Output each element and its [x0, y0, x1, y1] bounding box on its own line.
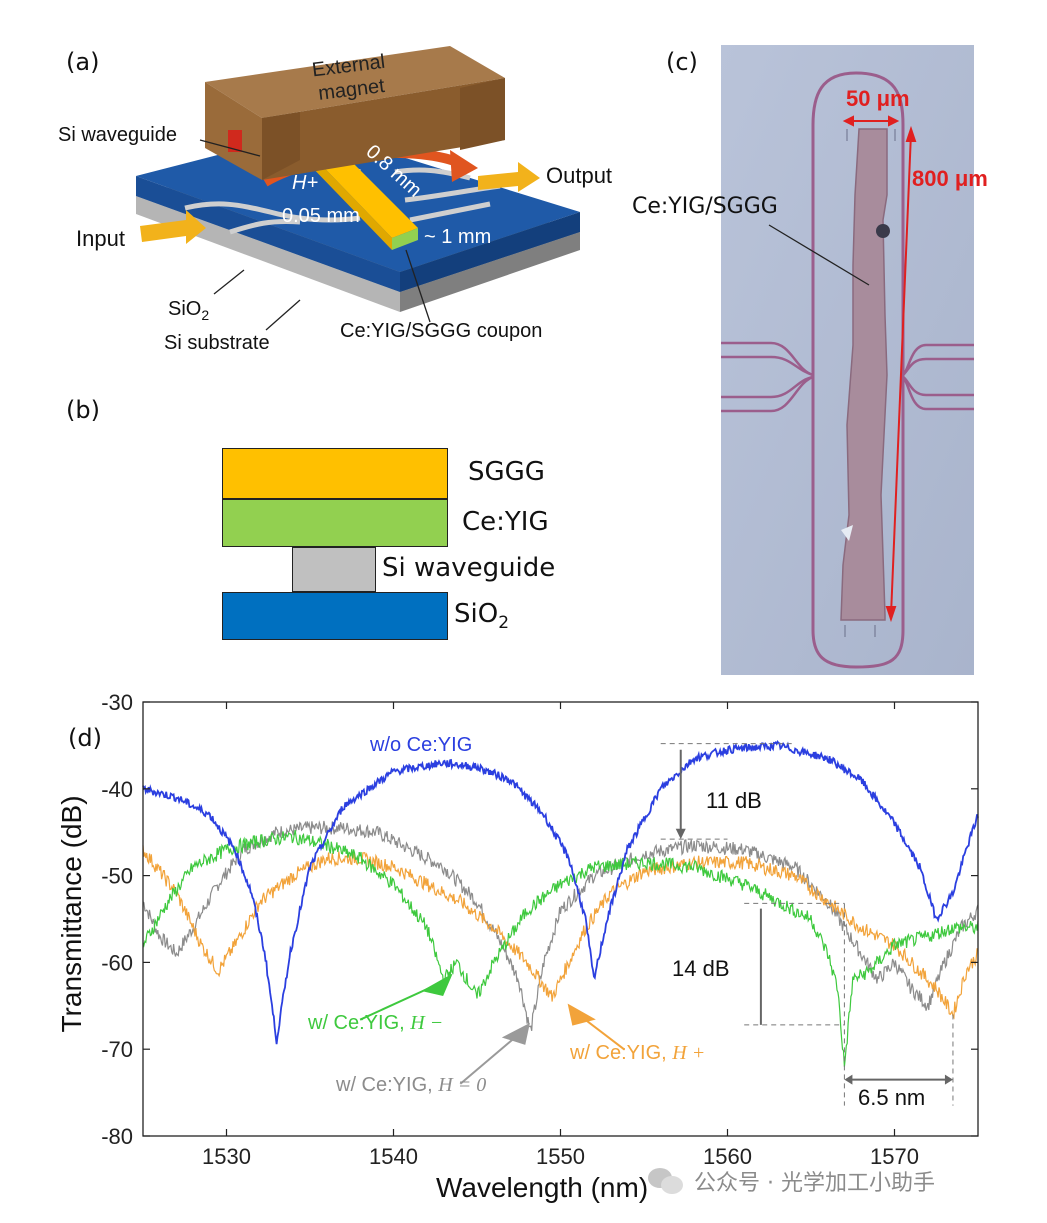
- sio2-subscript: 2: [201, 307, 210, 323]
- panel-a-device-illustration: [136, 46, 580, 331]
- series-line-2: [142, 820, 979, 1032]
- panel-a-output-label: Output: [546, 163, 613, 188]
- layer-label-ceyig: Ce:YIG: [462, 507, 549, 537]
- layer-sio2: [222, 592, 448, 640]
- sio2-text: SiO: [168, 298, 202, 320]
- layer-label-sio2: SiO2: [454, 599, 509, 633]
- layer-sio2-text: SiO: [454, 599, 499, 629]
- annot-6-5nm: 6.5 nm: [858, 1085, 926, 1110]
- annot-h-plus: w/ Ce:YIG, H +: [570, 1042, 705, 1065]
- panel-a-label: (a): [66, 48, 100, 76]
- y-tick-label-0: -30: [101, 690, 133, 715]
- panel-d-label: (d): [68, 724, 102, 752]
- panel-a-gap-label: 0.05 mm: [282, 205, 360, 227]
- x-tick-label-2: 1550: [536, 1144, 585, 1169]
- x-tick-label-3: 1560: [703, 1144, 752, 1169]
- panel-a-width-label: ~ 1 mm: [424, 226, 492, 248]
- annot-11db: 11 dB: [706, 788, 762, 813]
- pointer-h-minus-head: [421, 973, 453, 996]
- panel-c-length-label: 800 μm: [912, 166, 988, 191]
- transmittance-chart: 1530 1540 1550 1560 1570 -30 -40 -50 -60 -70 -80: [101, 690, 979, 1169]
- annot-h-minus-var: H −: [410, 1012, 444, 1034]
- x-tick-label-4: 1570: [870, 1144, 919, 1169]
- arrowhead-6-5nm-left: [844, 1074, 853, 1085]
- layer-si-waveguide: [292, 547, 376, 592]
- annot-h-minus: w/ Ce:YIG, H −: [308, 1012, 443, 1035]
- panel-c-label: (c): [666, 48, 698, 76]
- annot-14db: 14 dB: [672, 956, 730, 981]
- panel-a-field-label: H+: [292, 172, 319, 194]
- series-line-1: [142, 829, 979, 1067]
- panel-a-input-label: Input: [76, 226, 125, 251]
- x-tick-label-0: 1530: [202, 1144, 251, 1169]
- panel-c-material-label: Ce:YIG/SGGG: [632, 194, 778, 219]
- y-tick-label-3: -60: [101, 950, 133, 975]
- panel-b-label: (b): [66, 396, 100, 424]
- annot-h-plus-var: H +: [672, 1042, 706, 1064]
- y-tick-label-5: -80: [101, 1124, 133, 1149]
- panel-c-width-label: 50 μm: [846, 86, 910, 111]
- panel-c-micrograph: [721, 45, 974, 675]
- watermark: 公众号 · 光学加工小助手: [648, 1165, 935, 1197]
- pointer-h-zero-head: [501, 1022, 530, 1045]
- panel-a-waveguide-label: Si waveguide: [58, 124, 177, 146]
- layer-label-sggg: SGGG: [468, 457, 545, 487]
- annot-wo-ceyig: w/o Ce:YIG: [370, 734, 473, 756]
- layer-sio2-subscript: 2: [498, 613, 510, 634]
- arrowhead-6-5nm-right: [944, 1074, 953, 1085]
- annot-h-zero-text: w/ Ce:YIG,: [336, 1074, 439, 1096]
- panel-a-coupon-label: Ce:YIG/SGGG coupon: [340, 320, 543, 342]
- arrowhead-11db: [675, 828, 686, 840]
- watermark-text: 公众号 · 光学加工小助手: [694, 1171, 935, 1196]
- annot-h-zero-var: H = 0: [438, 1074, 487, 1096]
- chart-xlabel: Wavelength (nm): [436, 1172, 649, 1203]
- layer-ceyig: [222, 499, 448, 547]
- annot-h-minus-text: w/ Ce:YIG,: [308, 1012, 411, 1034]
- series-line-3: [142, 845, 979, 1020]
- x-tick-label-1: 1540: [369, 1144, 418, 1169]
- pointer-h-plus-head: [567, 1003, 596, 1026]
- y-tick-label-2: -50: [101, 864, 133, 889]
- panel-a-substrate-label: Si substrate: [164, 332, 270, 354]
- wechat-icon: [648, 1166, 686, 1196]
- layer-label-si-waveguide: Si waveguide: [382, 553, 556, 583]
- layer-sggg: [222, 448, 448, 499]
- y-tick-label-4: -70: [101, 1037, 133, 1062]
- annot-h-plus-text: w/ Ce:YIG,: [570, 1042, 673, 1064]
- panel-a-sio2-label: SiO2: [168, 298, 209, 323]
- series-line-0: [142, 740, 979, 1045]
- y-tick-label-1: -40: [101, 777, 133, 802]
- chart-ylabel: Transmittance (dB): [56, 795, 87, 1033]
- annot-h-zero: w/ Ce:YIG, H = 0: [336, 1074, 486, 1097]
